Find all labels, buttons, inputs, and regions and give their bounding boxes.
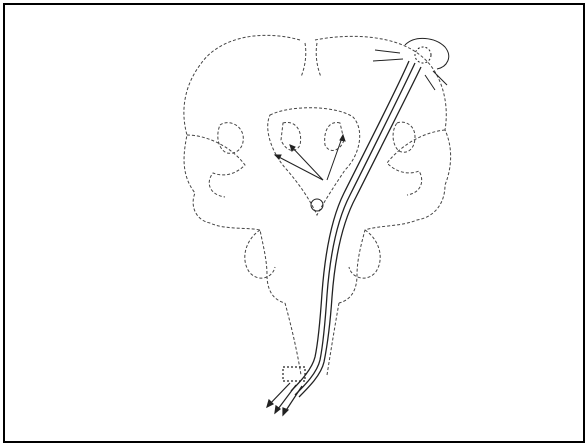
right-lower-lobe bbox=[349, 230, 380, 278]
left-lateral-sulcus bbox=[187, 135, 245, 197]
right-lateral-sulcus bbox=[387, 130, 445, 195]
central-inner-right bbox=[325, 122, 344, 150]
left-hemisphere-outline bbox=[184, 35, 300, 303]
brain-diagram bbox=[5, 5, 583, 441]
longitudinal-fissure bbox=[301, 43, 321, 77]
nerve-tract-1 bbox=[295, 63, 415, 395]
brainstem-left bbox=[285, 303, 301, 375]
branch-arrow-left bbox=[290, 145, 323, 180]
left-ventricle bbox=[218, 123, 244, 154]
central-ventricle bbox=[268, 108, 360, 215]
right-ventricle bbox=[393, 122, 415, 152]
brainstem-right bbox=[327, 303, 339, 375]
peripheral-exit bbox=[267, 367, 305, 415]
branch-arrow-mid bbox=[275, 155, 323, 180]
left-lower-lobe bbox=[245, 230, 275, 278]
figure-frame bbox=[3, 3, 585, 443]
cortical-origin-cluster bbox=[373, 38, 449, 90]
branch-arrow-right bbox=[327, 135, 343, 180]
thalamic-node bbox=[311, 199, 323, 211]
